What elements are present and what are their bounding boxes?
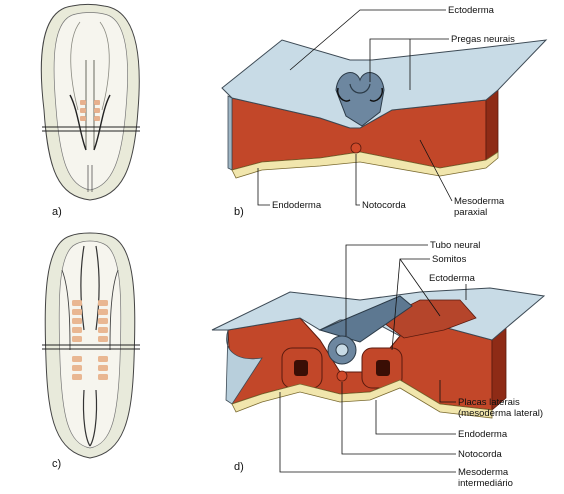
panel-label-d: d) [234, 461, 244, 473]
embryo-dorsal-view-a [41, 5, 140, 201]
label-intermediate-mesoderm-1: Mesoderma [458, 467, 509, 478]
label-endoderm-d: Endoderma [458, 429, 508, 440]
panel-label-a: a) [52, 206, 62, 218]
label-lateral-plates-2: (mesoderma lateral) [458, 408, 543, 419]
label-ectoderm-b: Ectoderma [448, 5, 495, 16]
label-neural-tube: Tubo neural [430, 240, 480, 251]
panel-label-c: c) [52, 458, 61, 470]
panel-label-b: b) [234, 206, 244, 218]
label-neural-folds: Pregas neurais [451, 34, 515, 45]
label-somites: Somitos [432, 254, 467, 265]
cross-section-b [222, 40, 546, 178]
label-ectoderm-d: Ectoderma [429, 273, 476, 284]
label-paraxial-mesoderm-1: Mesoderma [454, 196, 505, 207]
label-notochord-b: Notocorda [362, 200, 407, 211]
label-endoderm-b: Endoderma [272, 200, 322, 211]
label-intermediate-mesoderm-2: intermediário [458, 478, 513, 489]
label-paraxial-mesoderm-2: paraxial [454, 207, 487, 218]
label-notochord-d: Notocorda [458, 449, 503, 460]
label-lateral-plates-1: Placas laterais [458, 397, 520, 408]
embryo-dorsal-view-c [42, 233, 140, 458]
